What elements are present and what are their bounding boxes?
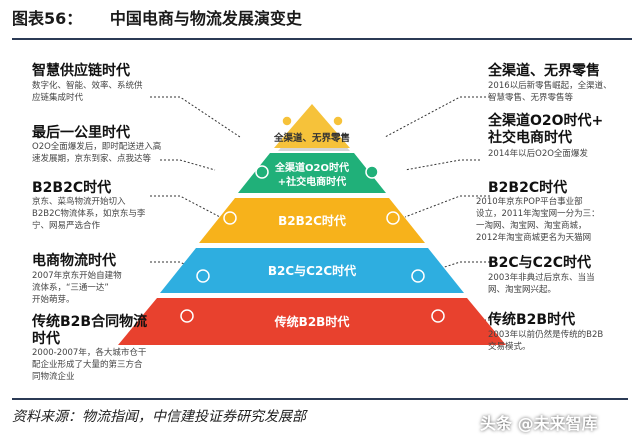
layer-4-label: B2C与C2C时代 — [268, 263, 356, 278]
dot-right-2 — [365, 165, 379, 179]
left-item-3-desc: 京东、菜鸟物流开始切入 B2B2C物流体系，如京东与李 宁、网易严选合作 — [32, 196, 182, 232]
pyramid-layer-1 — [274, 104, 350, 148]
right-item-3-desc-line: 一淘网、淘宝网、淘宝商城， — [476, 221, 587, 231]
left-item-4-title: 电商物流时代 — [32, 253, 116, 269]
right-item-3-desc-line: 2012年淘宝商城更名为天猫网 — [476, 233, 592, 243]
left-item-1-title: 智慧供应链时代 — [32, 63, 130, 79]
left-item-1-desc-line: 应链集成时代 — [32, 93, 84, 103]
connector-right-2 — [404, 159, 480, 171]
layer-5-label: 传统B2B时代 — [274, 314, 350, 329]
left-item-3-desc-line: B2B2C物流体系，如京东与李 — [32, 209, 146, 219]
figure-number: 图表56： — [12, 9, 83, 28]
left-item-2-title: 最后一公里时代 — [32, 125, 130, 141]
left-item-5-title-line2: 时代 — [32, 331, 60, 347]
layer-2-label: 全渠道O2O时代 — [274, 161, 349, 174]
dot-left-1 — [281, 115, 293, 127]
right-item-4-title: B2C与C2C时代 — [488, 255, 591, 271]
left-item-2-desc-line: O2O全面爆发后，即时配送进入高 — [32, 142, 162, 152]
dot-left-2 — [255, 165, 269, 179]
right-item-4-desc: 2003年非典过后京东、当当 网、淘宝网兴起。 — [488, 272, 633, 296]
left-item-2-desc-line: 速发展期，京东到家、点我达等 — [32, 154, 152, 164]
layer-1-label: 全渠道、无界零售 — [273, 132, 350, 144]
right-item-2-title: 全渠道O2O时代+ — [488, 113, 604, 129]
source-note: 资料来源：物流指闻，中信建投证券研究发展部 — [12, 398, 628, 426]
right-item-3-desc-line: 设立，2011年淘宝网一分为三： — [476, 209, 600, 219]
left-connectors — [150, 96, 241, 321]
left-item-4-desc: 2007年京东开始自建物 流体系，“三通一达” 开始萌芽。 — [32, 270, 162, 306]
dot-right-5 — [431, 309, 445, 323]
left-item-3-desc-line: 京东、菜鸟物流开始切入 — [32, 197, 126, 207]
pyramid-layer-4 — [160, 248, 464, 293]
right-item-3-desc-line: 2010年京东POP平台事业部 — [476, 197, 583, 207]
left-item-5-desc-line: 2000-2007年，各大城市仓干 — [32, 348, 147, 358]
right-item-1-desc-line: 2016以后新零售崛起，全渠道、 — [488, 81, 612, 91]
right-item-4-desc-line: 网、淘宝网兴起。 — [488, 285, 557, 295]
right-item-5-desc: 2003年以前仍然是传统的B2B 交易模式。 — [488, 329, 633, 353]
connector-left-1 — [150, 96, 241, 138]
right-item-2-desc-line: 2014年以后O2O全面爆发 — [488, 149, 588, 159]
right-item-3-title: B2B2C时代 — [488, 180, 568, 196]
connector-right-3 — [404, 195, 490, 218]
right-item-3-desc: 2010年京东POP平台事业部 设立，2011年淘宝网一分为三： 一淘网、淘宝网… — [476, 196, 636, 244]
dot-right-1 — [332, 115, 344, 127]
left-item-5-title: 传统B2B合同物流 — [32, 314, 148, 330]
dot-left-3 — [223, 211, 237, 225]
right-item-1-desc-line: 智慧零售、无界零售等 — [488, 93, 574, 103]
layer-3-label: B2B2C时代 — [278, 213, 346, 228]
dot-left-4 — [196, 269, 210, 283]
left-item-3-desc-line: 宁、网易严选合作 — [32, 221, 101, 231]
left-item-4-desc-line: 流体系，“三通一达” — [32, 283, 109, 293]
left-item-1-desc-line: 数字化、智能、效率、系统供 — [32, 81, 143, 91]
right-item-5-desc-line: 交易模式。 — [488, 342, 531, 352]
connector-left-3 — [150, 195, 221, 218]
figure-title: 中国电商与物流发展演变史 — [109, 9, 302, 28]
left-item-5-desc: 2000-2007年，各大城市仓干 配企业形成了大量的第三方合 同物流企业 — [32, 347, 182, 383]
dot-left-5 — [180, 309, 194, 323]
left-item-4-desc-line: 开始萌芽。 — [32, 295, 75, 305]
pyramid-layer-2 — [238, 153, 386, 193]
layer-2-label-line2: +社交电商时代 — [278, 175, 346, 188]
dot-right-3 — [386, 211, 400, 225]
left-item-3-title: B2B2C时代 — [32, 180, 112, 196]
connector-right-1 — [384, 96, 490, 138]
right-item-4-desc-line: 2003年非典过后京东、当当 — [488, 273, 595, 283]
connector-right-4 — [419, 261, 490, 276]
right-item-5-title: 传统B2B时代 — [488, 312, 576, 328]
right-item-5-desc-line: 2003年以前仍然是传统的B2B — [488, 330, 604, 340]
left-item-5-desc-line: 同物流企业 — [32, 372, 75, 382]
right-item-2-desc: 2014年以后O2O全面爆发 — [488, 148, 633, 160]
figure-title-bar: 图表56： 中国电商与物流发展演变史 — [12, 4, 632, 40]
right-item-2-title-line2: 社交电商时代 — [488, 130, 572, 146]
right-item-1-title: 全渠道、无界零售 — [488, 63, 600, 79]
watermark: 头条 @未来智库 — [480, 414, 598, 433]
pyramid-layer-3 — [199, 198, 425, 243]
connector-left-2 — [160, 159, 216, 171]
left-item-2-desc: O2O全面爆发后，即时配送进入高 速发展期，京东到家、点我达等 — [32, 141, 212, 165]
dot-right-4 — [411, 269, 425, 283]
left-item-5-desc-line: 配企业形成了大量的第三方合 — [32, 360, 143, 370]
left-item-4-desc-line: 2007年京东开始自建物 — [32, 271, 122, 281]
right-item-1-desc: 2016以后新零售崛起，全渠道、 智慧零售、无界零售等 — [488, 80, 633, 104]
left-item-1-desc: 数字化、智能、效率、系统供 应链集成时代 — [32, 80, 162, 104]
pyramid-layer-5 — [118, 298, 506, 345]
